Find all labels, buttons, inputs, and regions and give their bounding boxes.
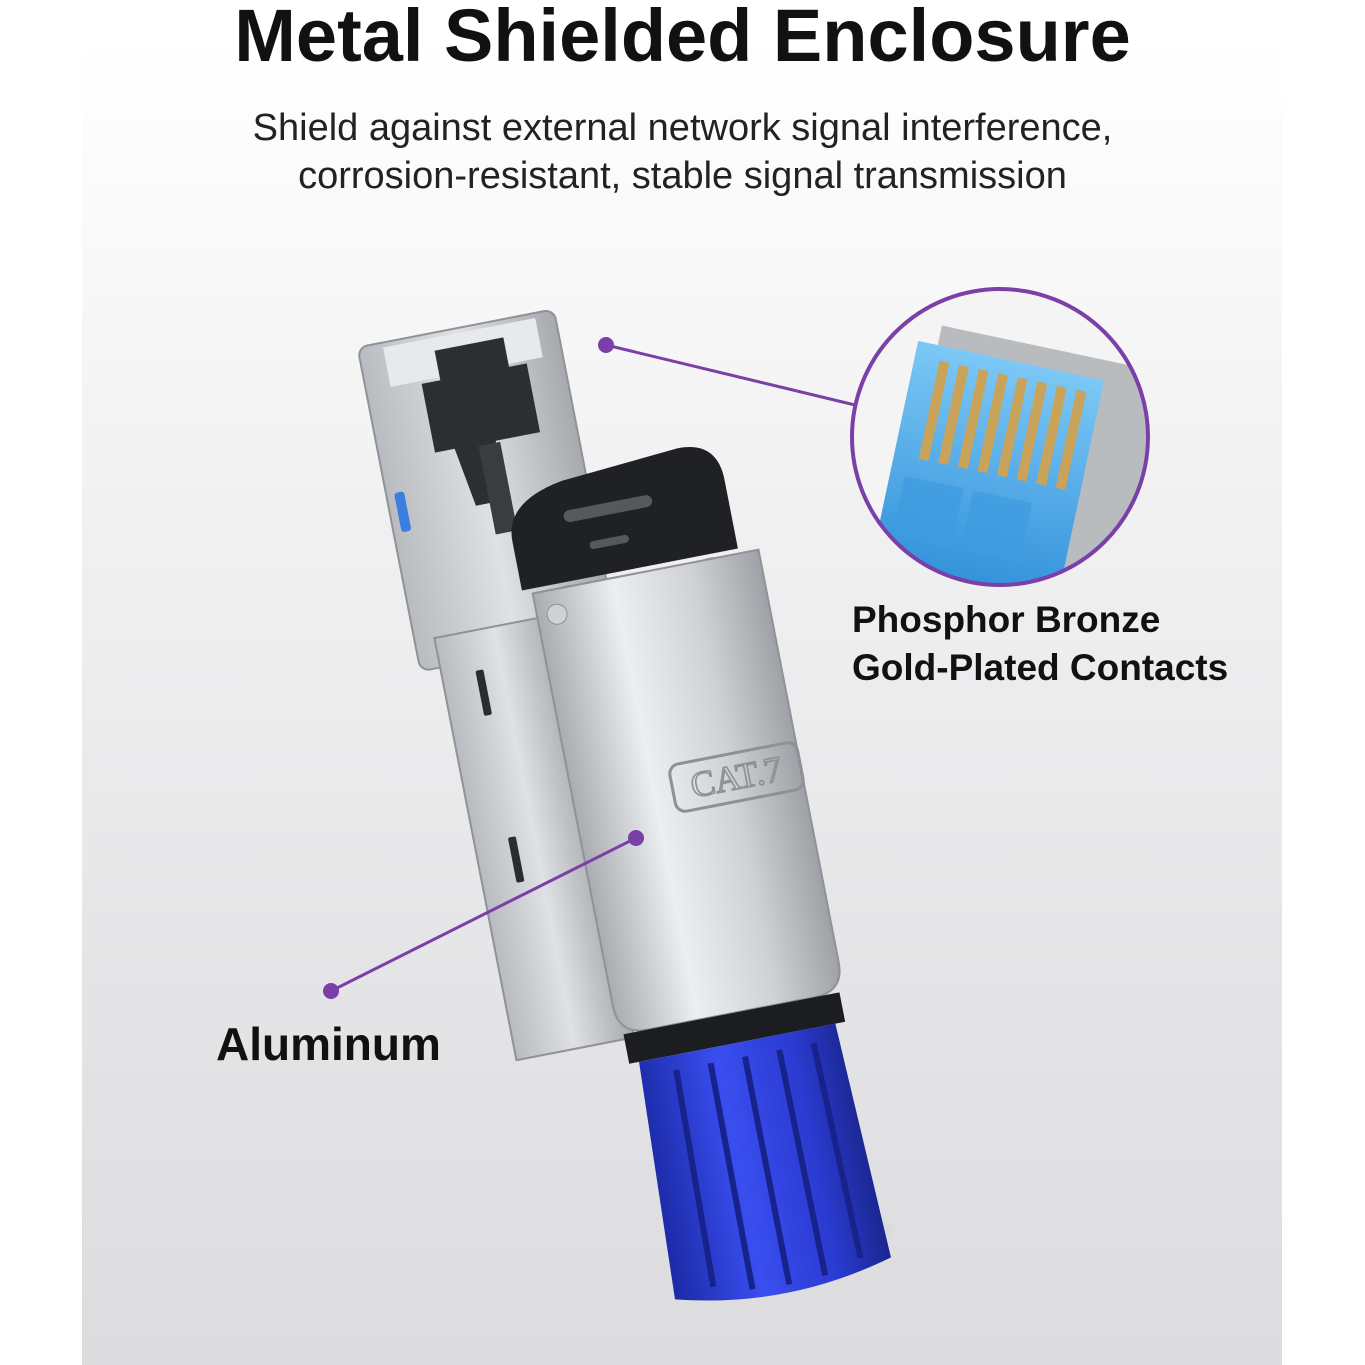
blue-boot: [639, 1023, 891, 1301]
aluminum-label-dot: [323, 983, 339, 999]
subtitle-line-1: Shield against external network signal i…: [252, 107, 1113, 149]
aluminum-pointer-dot: [628, 830, 644, 846]
contacts-label-line-1: Phosphor Bronze: [852, 599, 1161, 640]
contacts-zoom-inset: [850, 287, 1150, 587]
contacts-leader-line: [605, 343, 856, 407]
side-housing: [433, 614, 636, 1062]
page-title: Metal Shielded Enclosure: [234, 0, 1131, 77]
aluminum-leader-line: [330, 836, 637, 993]
aluminum-callout-label: Aluminum: [216, 1018, 441, 1070]
contacts-label-line-2: Gold-Plated Contacts: [852, 647, 1229, 688]
aluminum-body: CAT.7: [531, 548, 846, 1064]
page-subtitle: Shield against external network signal i…: [0, 104, 1365, 200]
contacts-callout-label: Phosphor Bronze Gold-Plated Contacts: [852, 596, 1228, 692]
subtitle-line-2: corrosion-resistant, stable signal trans…: [298, 155, 1067, 197]
contacts-pointer-dot: [598, 337, 614, 353]
